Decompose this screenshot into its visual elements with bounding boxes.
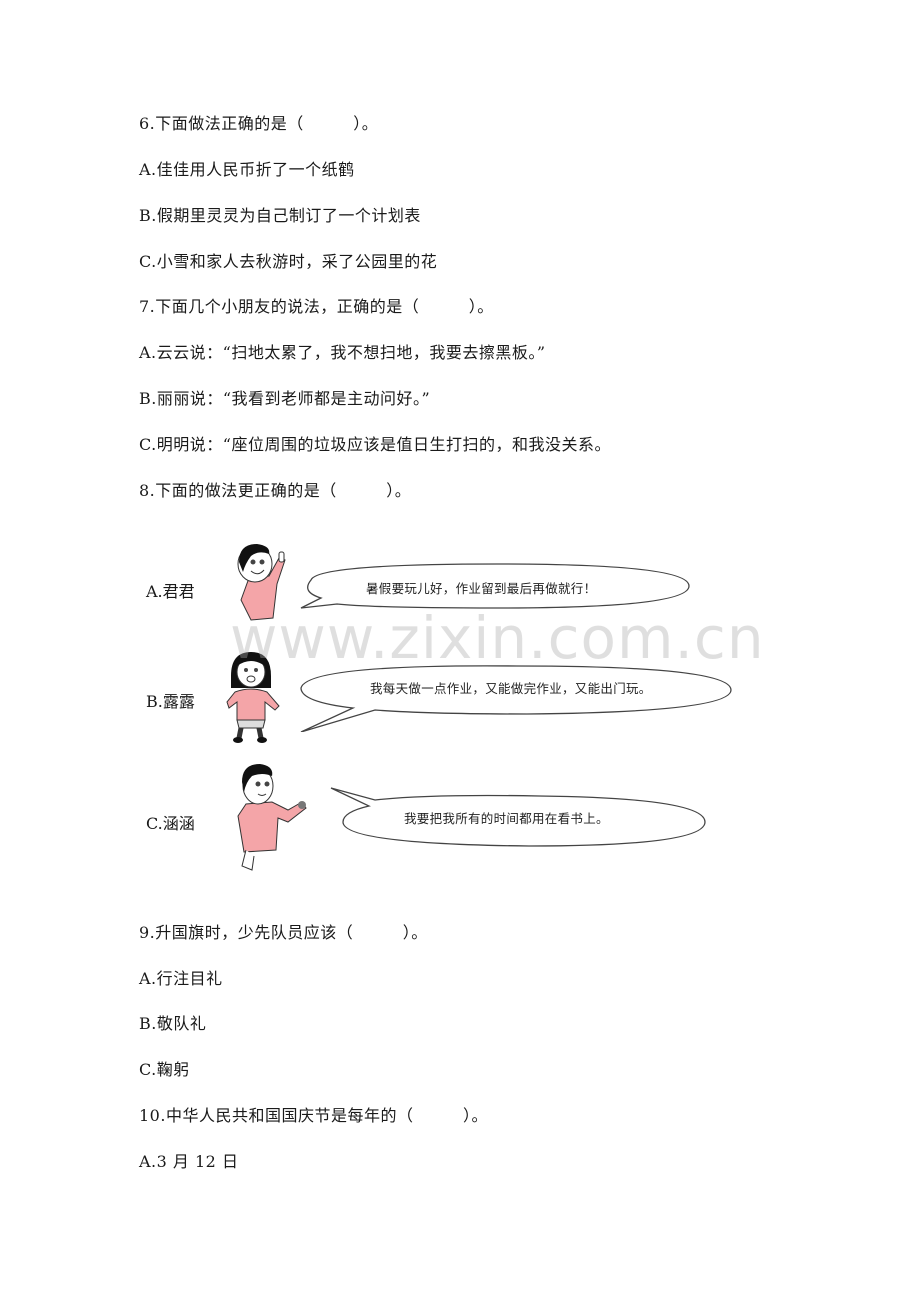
question-10-option-a: A.3 月 12 日 [139, 1152, 239, 1171]
figure-option-b: B.露露 我每天做一点作业，又能做完作业，又能出门玩。 [139, 648, 759, 748]
question-7-stem: 7.下面几个小朋友的说法，正确的是（ ）。 [139, 297, 494, 316]
question-9-option-b: B.敬队礼 [139, 1014, 207, 1033]
question-9-option-a: A.行注目礼 [139, 969, 223, 988]
question-6-option-c: C.小雪和家人去秋游时，采了公园里的花 [139, 252, 438, 271]
question-7-option-a: A.云云说：“扫地太累了，我不想扫地，我要去擦黑板。” [139, 343, 546, 362]
figure-option-c: C.涵涵 我要把我所有的时间都用在看书上。 [139, 762, 759, 877]
boy-pointing-right-icon [237, 764, 307, 871]
girl-waving-icon [226, 652, 280, 743]
speech-bubble-a [300, 563, 690, 609]
question-8-stem: 8.下面的做法更正确的是（ ）。 [139, 481, 412, 500]
speech-text-a: 暑假要玩儿好，作业留到最后再做就行！ [366, 581, 597, 596]
figure-option-a-label: A.君君 [146, 582, 195, 601]
figure-option-a: A.君君 暑假要玩儿好，作业留到最后再做就行！ [139, 540, 759, 630]
question-6-stem: 6.下面做法正确的是（ ）。 [139, 114, 379, 133]
speech-bubble-c [330, 787, 706, 847]
speech-text-c: 我要把我所有的时间都用在看书上。 [404, 811, 609, 826]
speech-text-b: 我每天做一点作业，又能做完作业，又能出门玩。 [370, 681, 652, 696]
question-6-option-b: B.假期里灵灵为自己制订了一个计划表 [139, 206, 421, 225]
figure-option-b-label: B.露露 [146, 692, 195, 711]
speech-bubble-b [300, 665, 732, 732]
question-7-option-c: C.明明说：“座位周围的垃圾应该是值日生打扫的，和我没关系。 [139, 435, 611, 454]
boy-pointing-up-icon [237, 544, 286, 621]
question-9-option-c: C.鞠躬 [139, 1060, 190, 1079]
figure-option-c-label: C.涵涵 [146, 814, 195, 833]
question-9-stem: 9.升国旗时，少先队员应该（ ）。 [139, 923, 428, 942]
question-6-option-a: A.佳佳用人民币折了一个纸鹤 [139, 160, 355, 179]
question-10-stem: 10.中华人民共和国国庆节是每年的（ ）。 [139, 1106, 488, 1125]
question-7-option-b: B.丽丽说：“我看到老师都是主动问好。” [139, 389, 431, 408]
